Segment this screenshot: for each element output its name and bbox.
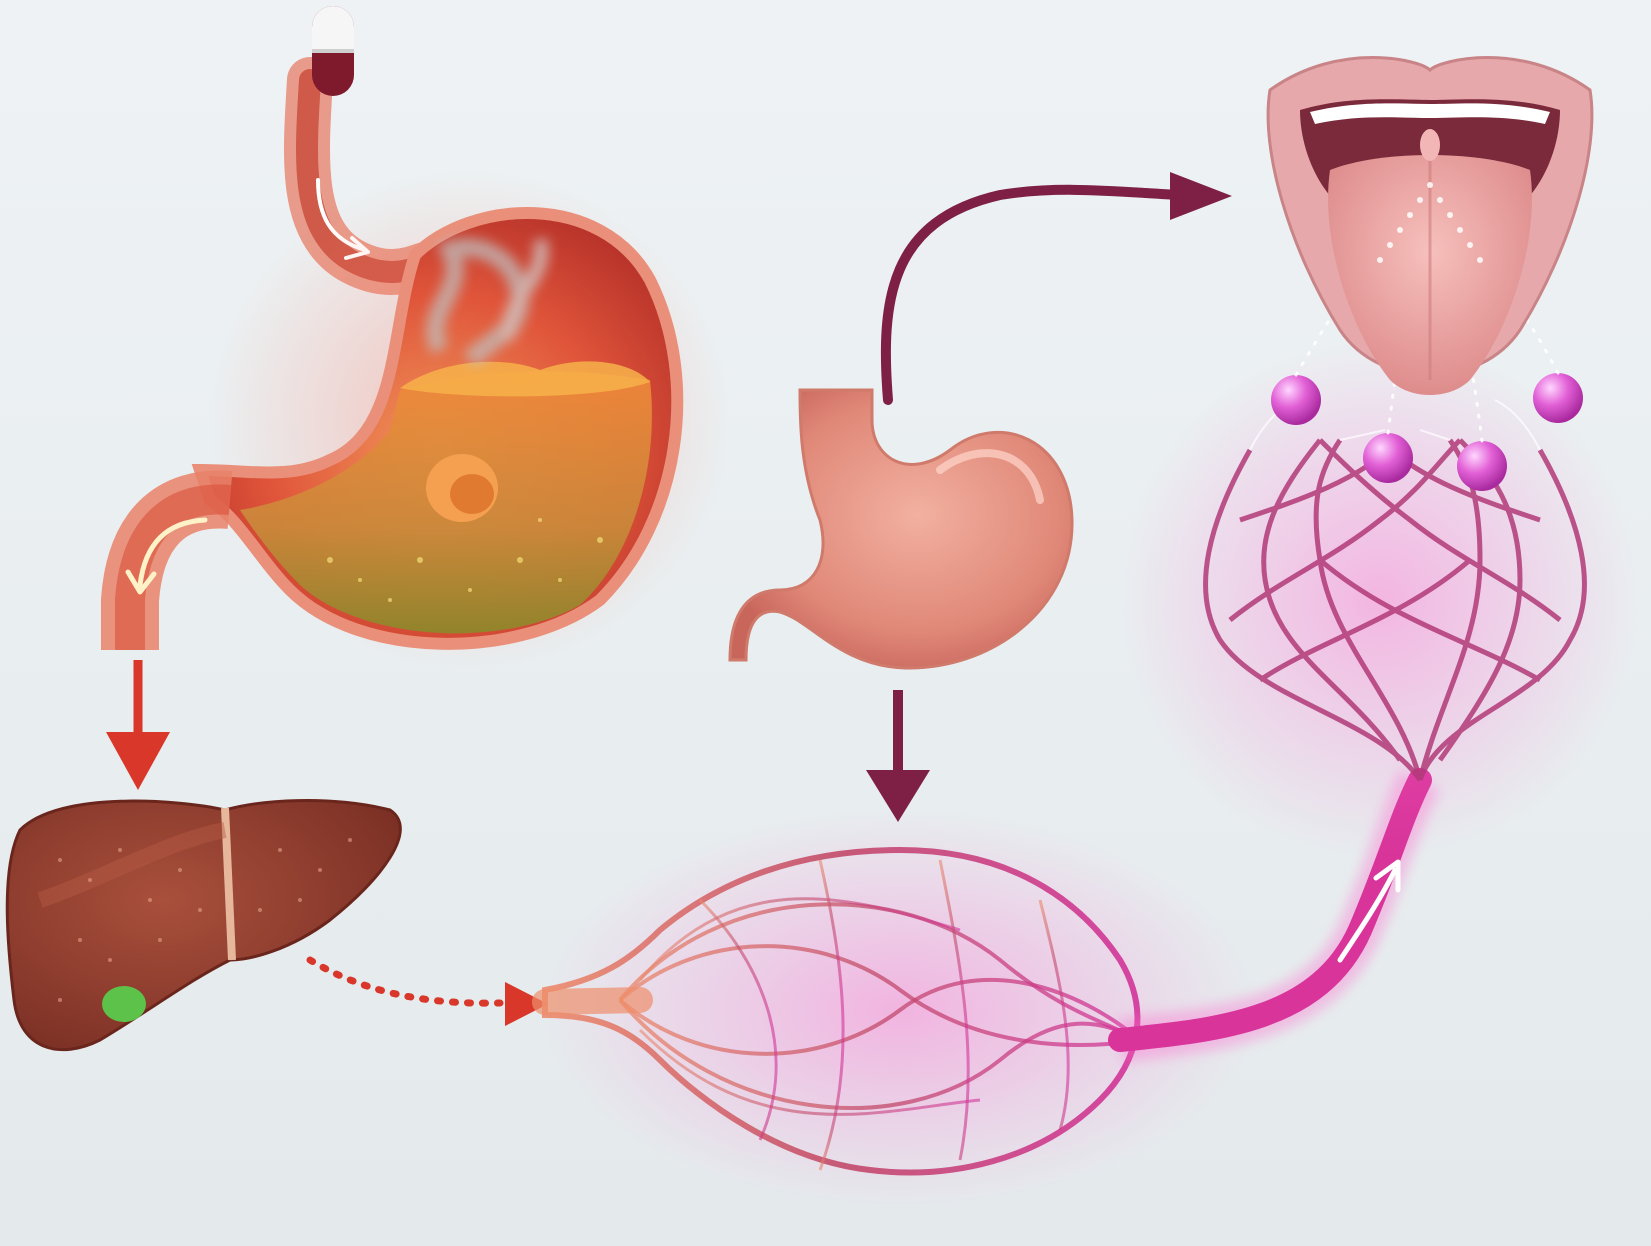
- molecule-icon: [1271, 375, 1321, 425]
- capsule-icon: [312, 6, 354, 96]
- molecule-icon: [1533, 373, 1583, 423]
- gallbladder-icon: [102, 986, 146, 1022]
- molecule-icon: [1363, 433, 1413, 483]
- bloodstream-network: [540, 810, 1260, 1210]
- molecule-icon: [1457, 441, 1507, 491]
- dissolving-capsule-icon: [426, 454, 498, 522]
